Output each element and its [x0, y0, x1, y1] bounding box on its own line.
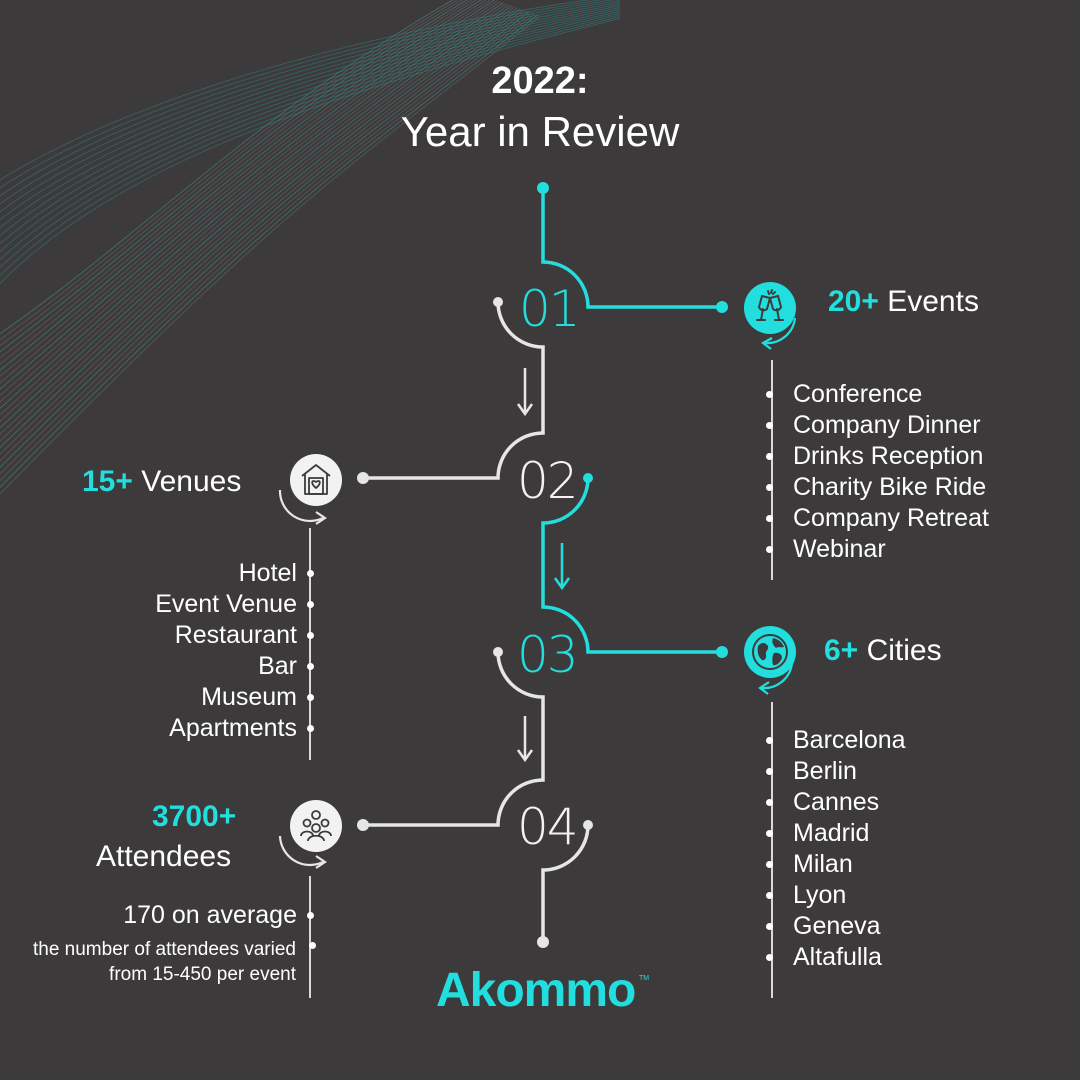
globe-icon	[744, 626, 796, 678]
venue-type-item: Bar	[155, 651, 314, 682]
attendees-value: 3700+	[152, 800, 237, 833]
city-item: Lyon	[766, 880, 906, 911]
curved-arrow-icon	[764, 317, 797, 345]
events-label: Events	[887, 285, 979, 318]
title-year: 2022:	[491, 60, 589, 102]
city-item: Berlin	[766, 756, 906, 787]
curved-arrow-icon	[278, 835, 324, 867]
track-dot-events	[716, 301, 728, 313]
attendees-note-dot	[302, 940, 316, 950]
champagne-glasses-icon	[744, 282, 796, 334]
down-arrow-icon	[516, 716, 534, 763]
cities-label: Cities	[866, 634, 942, 667]
track-dot-arc-01	[493, 297, 503, 307]
brand-trademark: TM	[639, 975, 650, 982]
curved-arrow-icon	[761, 662, 794, 690]
event-type-item: Webinar	[766, 534, 989, 565]
track-start-dot	[537, 182, 549, 194]
step-number-04: 04	[517, 798, 579, 856]
attendees-list: 170 on average	[123, 900, 314, 931]
curved-arrow-icon	[278, 489, 324, 523]
track-dot-arc-03	[493, 647, 503, 657]
events-value: 20+	[828, 285, 879, 318]
step-number-01: 01	[519, 280, 581, 338]
venue-type-item: Event Venue	[155, 589, 314, 620]
events-heading: 20+ Events	[828, 285, 979, 319]
cities-value: 6+	[824, 634, 859, 667]
city-item: Barcelona	[766, 725, 906, 756]
event-type-item: Company Retreat	[766, 503, 989, 534]
track-dot-cities	[716, 646, 728, 658]
down-arrow-icon	[553, 543, 571, 591]
track-dot-venues	[357, 472, 369, 484]
track-dot-arc-02	[583, 473, 593, 483]
city-item: Cannes	[766, 787, 906, 818]
venue-type-item: Restaurant	[155, 620, 314, 651]
track-end-dot	[537, 936, 549, 948]
attendees-label: Attendees	[96, 840, 232, 873]
event-type-item: Conference	[766, 379, 989, 410]
attendees-list-line	[309, 876, 311, 998]
attendee-stat-item: 170 on average	[123, 900, 314, 931]
track-dot-arc-04	[583, 820, 593, 830]
venues-label: Venues	[141, 465, 242, 498]
venues-heading: 15+ Venues	[82, 465, 241, 499]
event-type-item: Drinks Reception	[766, 441, 989, 472]
city-item: Madrid	[766, 818, 906, 849]
city-item: Milan	[766, 849, 906, 880]
city-item: Altafulla	[766, 942, 906, 973]
venues-value: 15+	[82, 465, 133, 498]
brand-logo: Akommo	[436, 964, 636, 1017]
track-dot-attendees	[357, 819, 369, 831]
city-item: Geneva	[766, 911, 906, 942]
cities-list-line	[771, 702, 773, 998]
down-arrow-icon	[516, 368, 534, 417]
events-list-line	[771, 360, 773, 580]
venue-type-item: Apartments	[155, 713, 314, 744]
venue-type-item: Hotel	[155, 558, 314, 589]
cities-heading: 6+ Cities	[824, 634, 942, 668]
people-group-icon	[290, 800, 342, 852]
title-subtitle: Year in Review	[400, 108, 680, 155]
attendees-note: the number of attendees varied from 15-4…	[32, 939, 296, 985]
step-number-03: 03	[517, 626, 579, 684]
step-number-02: 02	[517, 452, 579, 510]
venue-type-item: Museum	[155, 682, 314, 713]
event-type-item: Company Dinner	[766, 410, 989, 441]
house-heart-icon	[290, 454, 342, 506]
venues-list-line	[309, 528, 311, 760]
event-type-item: Charity Bike Ride	[766, 472, 989, 503]
